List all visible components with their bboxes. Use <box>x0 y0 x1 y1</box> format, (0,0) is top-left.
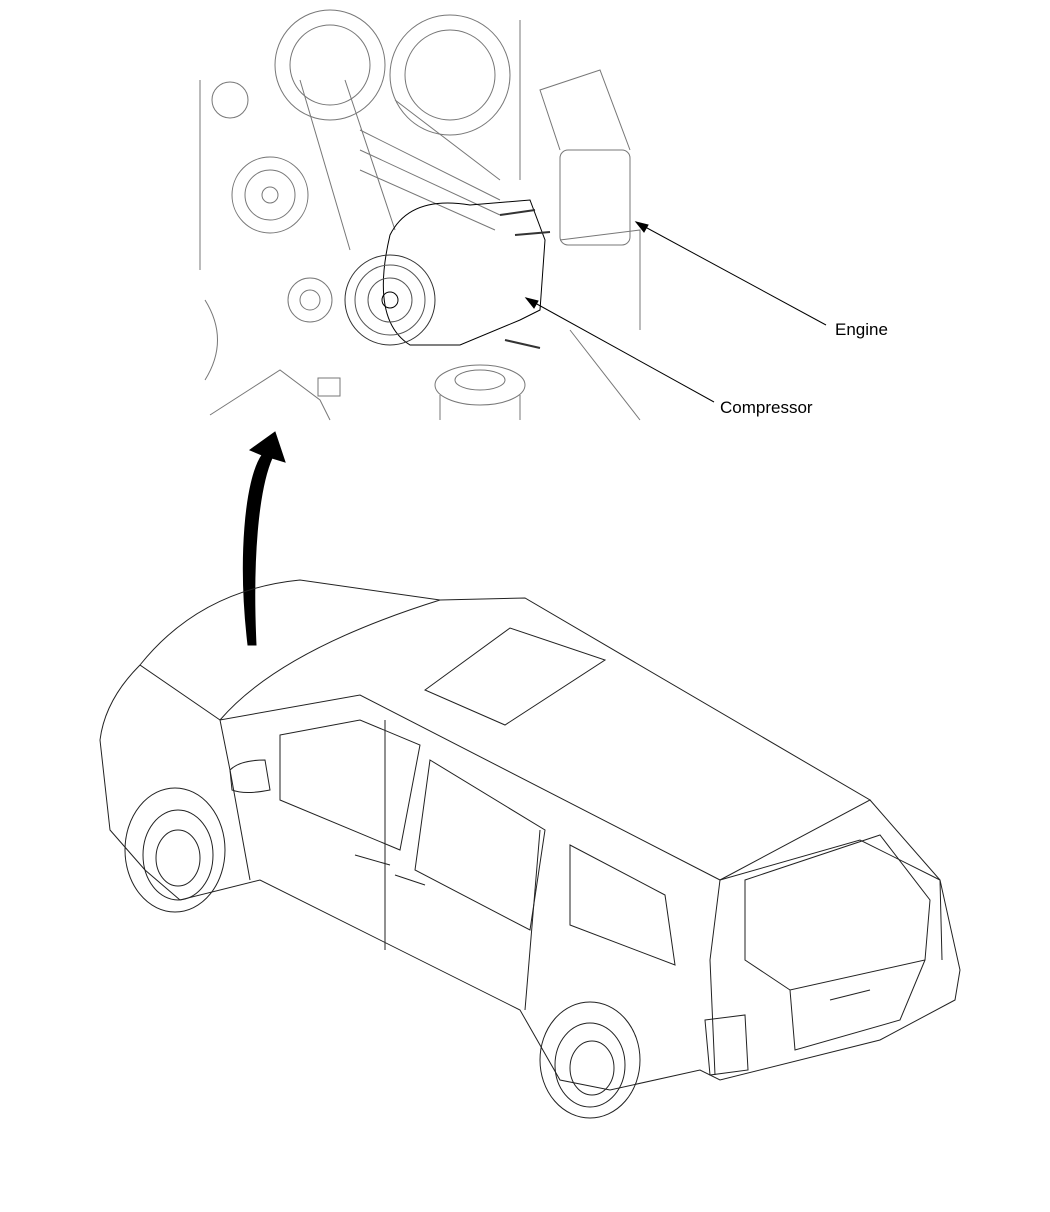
van-illustration <box>99 579 961 1119</box>
curved-arrow <box>242 431 286 646</box>
engine-inset-illustration <box>199 9 641 421</box>
compressor-label: Compressor <box>720 398 813 417</box>
engine-label: Engine <box>835 320 888 339</box>
leader-lines <box>524 221 827 403</box>
compressor-illustration <box>344 199 551 349</box>
